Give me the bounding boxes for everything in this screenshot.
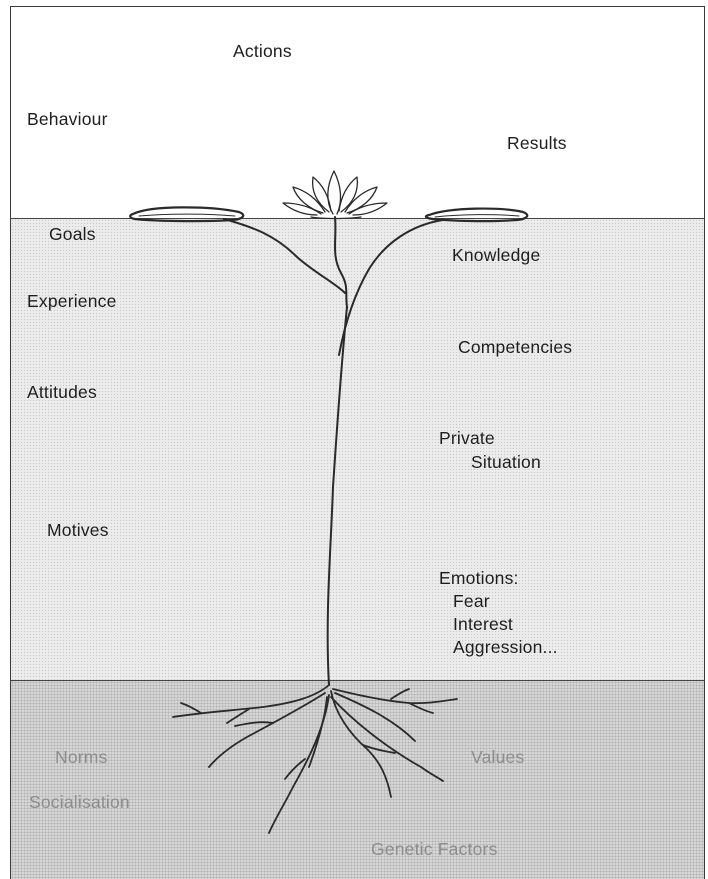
label-competencies: Competencies [458,339,572,357]
label-norms: Norms [55,749,108,767]
label-situation: Situation [471,454,541,472]
label-values: Values [471,749,524,767]
iceberg-diagram: Actions Behaviour Results Goals Experien… [10,6,705,879]
label-knowledge: Knowledge [452,247,540,265]
label-genetic-factors: Genetic Factors [371,841,498,859]
label-socialisation: Socialisation [29,794,130,812]
label-goals: Goals [49,226,96,244]
label-results: Results [507,135,567,153]
label-actions: Actions [233,43,292,61]
label-motives: Motives [47,522,109,540]
emotion-fear: Fear [439,590,558,613]
emotion-interest: Interest [439,613,558,636]
lily-pad-right [426,209,527,222]
emotions-list: Emotions: Fear Interest Aggression... [439,567,558,659]
label-emotions: Emotions: [439,567,558,590]
lotus-flower [283,171,387,219]
stems [224,217,443,685]
label-experience: Experience [27,293,117,311]
emotion-aggression: Aggression... [439,636,558,659]
roots [173,685,457,833]
label-private: Private [439,430,495,448]
label-behaviour: Behaviour [27,111,108,129]
label-attitudes: Attitudes [27,384,97,402]
lotus-plant-drawing [11,7,705,879]
